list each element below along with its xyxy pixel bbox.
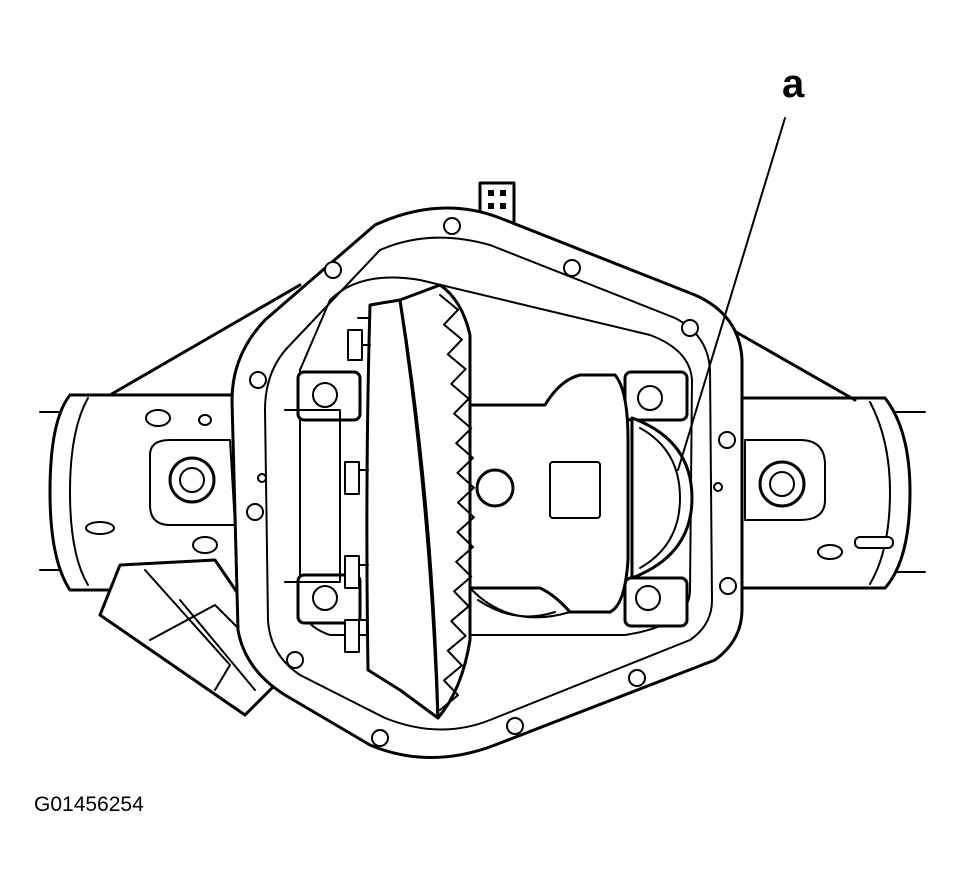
- callout-label: a: [782, 62, 805, 106]
- figure-id: G01456254: [34, 793, 144, 816]
- left-axle-tube: [48, 393, 242, 592]
- callout-leader-line: [677, 117, 786, 471]
- pinion-nose: [98, 558, 292, 717]
- right-bearing-bore: [758, 460, 806, 508]
- ring-gear: [344, 283, 475, 720]
- cover-bolt-holes: [246, 217, 737, 747]
- right-bearing-cap: [623, 370, 694, 628]
- housing-flange-inner: [264, 236, 713, 731]
- right-axle-tube: [718, 396, 912, 590]
- left-bearing-bore: [168, 456, 216, 504]
- differential-case: [468, 373, 630, 619]
- housing-cavity: [299, 276, 693, 636]
